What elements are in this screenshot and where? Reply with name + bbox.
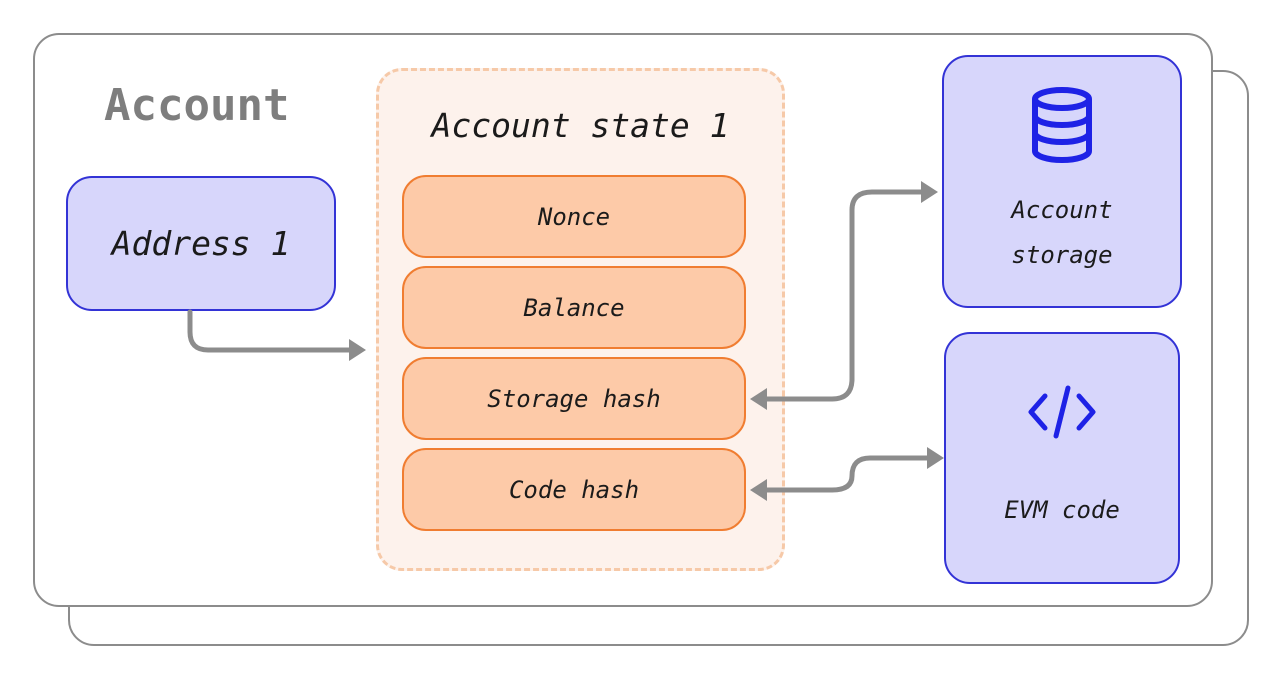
evm-code-label: EVM code: [1004, 495, 1120, 524]
field-balance: Balance: [402, 266, 746, 349]
arrowhead-evm-code: [927, 447, 944, 469]
arrowhead-code-hash: [750, 479, 767, 501]
account-title: Account: [104, 80, 290, 131]
database-icon: [1032, 86, 1092, 163]
arrow-address-to-state: [187, 309, 355, 353]
arrowhead-storage-hash: [750, 388, 767, 410]
field-code-hash: Code hash: [402, 448, 746, 531]
address-label: Address 1: [111, 224, 291, 263]
arrow-code-link: [761, 455, 931, 493]
field-storage-hash: Storage hash: [402, 357, 746, 440]
arrow-storage-link: [761, 189, 925, 402]
account-state-title: Account state 1: [431, 106, 730, 145]
arrowhead-state: [349, 339, 366, 361]
account-storage-box: Account storage: [942, 55, 1182, 308]
field-nonce: Nonce: [402, 175, 746, 258]
field-storage-hash-label: Storage hash: [487, 384, 661, 413]
account-storage-label: Account storage: [1011, 195, 1113, 269]
field-code-hash-label: Code hash: [508, 475, 640, 504]
field-balance-label: Balance: [523, 293, 625, 322]
code-icon: [1028, 385, 1096, 438]
field-nonce-label: Nonce: [537, 202, 611, 231]
address-box: Address 1: [66, 176, 336, 311]
evm-code-box: EVM code: [944, 332, 1180, 584]
arrowhead-account-storage: [921, 181, 938, 203]
